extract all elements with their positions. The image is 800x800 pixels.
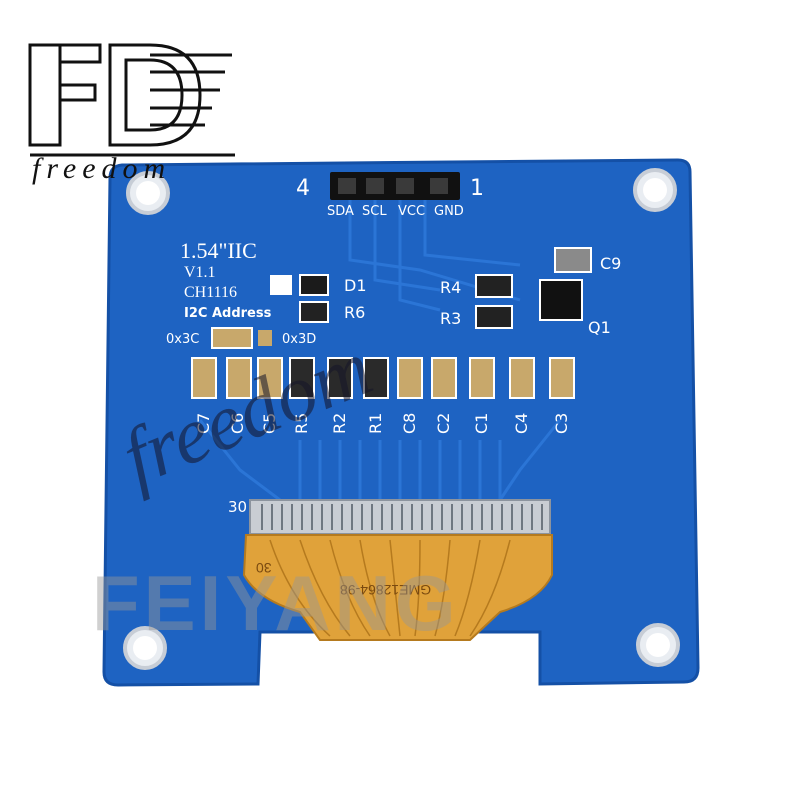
pin-number-right: 1 [470,176,484,201]
address-b: 0x3D [282,332,317,347]
pin-label-vcc: VCC [398,204,426,219]
label-r6: R6 [344,303,366,322]
pcb-traces [198,195,562,520]
i2c-label: I2C Address [184,306,272,321]
label-q1: Q1 [588,318,611,337]
pin-label-sda: SDA [327,204,354,219]
fpc-connector [249,499,551,535]
component-row-parts [191,357,575,399]
pin-header [330,172,460,200]
watermark-block: FEIYANG [92,559,460,647]
chip-label: CH1116 [184,284,238,301]
flex-cable [242,534,553,641]
label-d1: D1 [344,276,367,295]
label-c9: C9 [600,254,622,273]
top-components [211,247,592,349]
pin-number-left: 4 [296,176,310,201]
label-c1: C1 [472,412,491,434]
mounting-holes [123,168,680,670]
size-label: 1.54"IIC [180,238,257,263]
label-c2: C2 [434,412,453,434]
pin-label-gnd: GND [434,204,464,219]
label-c3: C3 [552,412,571,434]
label-c8: C8 [400,412,419,434]
pin-label-scl: SCL [362,204,387,219]
logo-mark [28,43,235,157]
flex-traces [269,539,511,637]
logo-tagline: freedom [32,152,172,185]
label-r3: R3 [440,309,462,328]
label-r1: R1 [366,412,385,434]
flex-pin-number-top: 30 [228,498,248,516]
label-c4: C4 [512,412,531,434]
address-a: 0x3C [166,332,200,347]
version-label: V1.1 [184,264,216,281]
label-r4: R4 [440,278,462,297]
